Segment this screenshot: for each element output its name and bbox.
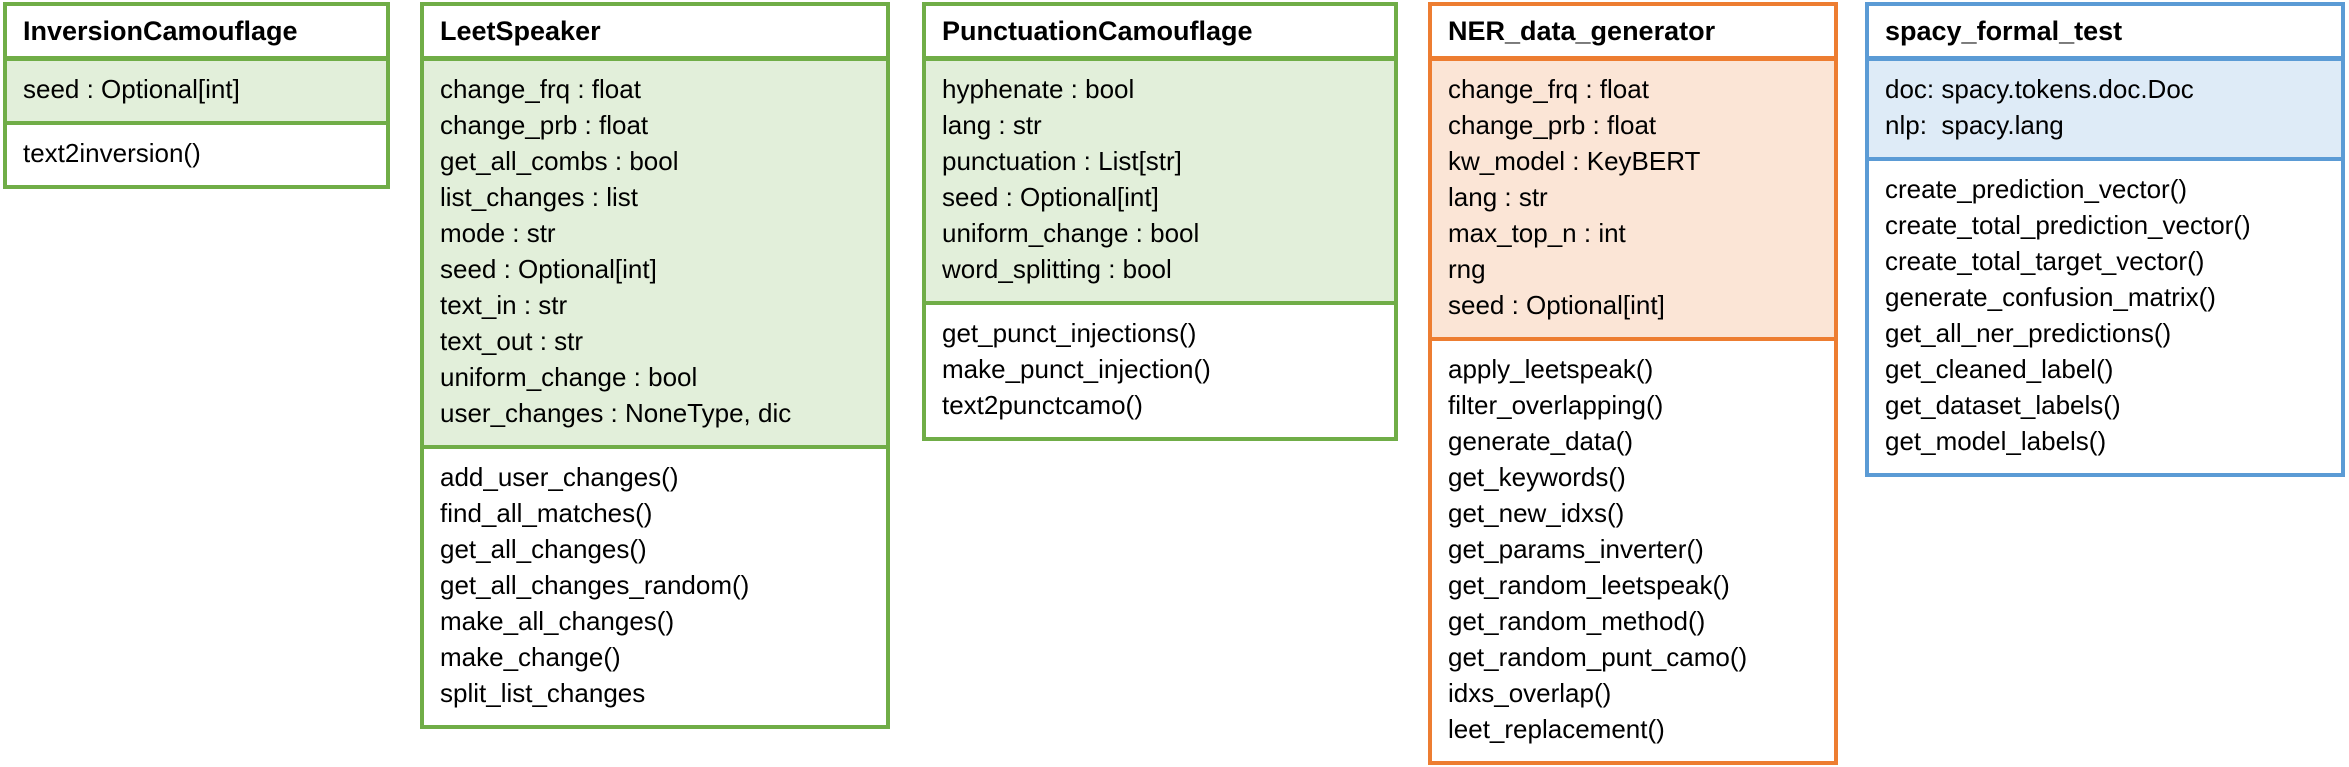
attribute-row: uniform_change : bool: [942, 218, 1200, 248]
attribute-row: change_frq : float: [1448, 74, 1649, 104]
attribute-row: punctuation : List[str]: [942, 146, 1182, 176]
method-row: create_total_prediction_vector(): [1885, 210, 2251, 240]
attribute-row: nlp: spacy.lang: [1885, 110, 2064, 140]
method-row: get_dataset_labels(): [1885, 390, 2121, 420]
class-title: InversionCamouflage: [7, 6, 386, 61]
attribute-row: list_changes : list: [440, 182, 638, 212]
attribute-row: mode : str: [440, 218, 556, 248]
method-row: split_list_changes: [440, 678, 646, 708]
attributes-section: change_frq : float change_prb : float kw…: [1432, 61, 1834, 341]
attribute-row: hyphenate : bool: [942, 74, 1135, 104]
method-row: find_all_matches(): [440, 498, 653, 528]
method-row: get_cleaned_label(): [1885, 354, 2114, 384]
method-row: get_model_labels(): [1885, 426, 2107, 456]
method-row: idxs_overlap(): [1448, 678, 1612, 708]
method-row: get_all_changes(): [440, 534, 647, 564]
attribute-row: lang : str: [1448, 182, 1548, 212]
class-box-spacy-formal-test: spacy_formal_test doc: spacy.tokens.doc.…: [1865, 2, 2345, 477]
class-box-ner-data-generator: NER_data_generator change_frq : float ch…: [1428, 2, 1838, 765]
attribute-row: lang : str: [942, 110, 1042, 140]
attribute-row: seed : Optional[int]: [23, 74, 240, 104]
method-row: get_random_method(): [1448, 606, 1706, 636]
method-row: filter_overlapping(): [1448, 390, 1664, 420]
method-row: create_prediction_vector(): [1885, 174, 2188, 204]
attribute-row: user_changes : NoneType, dic: [440, 398, 792, 428]
methods-section: apply_leetspeak() filter_overlapping() g…: [1432, 341, 1834, 761]
method-row: get_random_punt_camo(): [1448, 642, 1748, 672]
class-title: spacy_formal_test: [1869, 6, 2341, 61]
attribute-row: word_splitting : bool: [942, 254, 1172, 284]
method-row: get_keywords(): [1448, 462, 1626, 492]
attribute-row: kw_model : KeyBERT: [1448, 146, 1701, 176]
attributes-section: hyphenate : bool lang : str punctuation …: [926, 61, 1394, 305]
method-row: apply_leetspeak(): [1448, 354, 1654, 384]
method-row: make_all_changes(): [440, 606, 675, 636]
method-row: get_punct_injections(): [942, 318, 1197, 348]
methods-section: text2inversion(): [7, 125, 386, 185]
attribute-row: seed : Optional[int]: [440, 254, 657, 284]
class-box-punctuation-camouflage: PunctuationCamouflage hyphenate : bool l…: [922, 2, 1398, 441]
attribute-row: max_top_n : int: [1448, 218, 1626, 248]
method-row: make_punct_injection(): [942, 354, 1211, 384]
attribute-row: text_in : str: [440, 290, 568, 320]
method-row: make_change(): [440, 642, 621, 672]
attribute-row: change_prb : float: [1448, 110, 1657, 140]
attribute-row: change_frq : float: [440, 74, 641, 104]
attributes-section: doc: spacy.tokens.doc.Doc nlp: spacy.lan…: [1869, 61, 2341, 161]
method-row: text2inversion(): [23, 138, 201, 168]
method-row: text2punctcamo(): [942, 390, 1143, 420]
attribute-row: seed : Optional[int]: [1448, 290, 1665, 320]
method-row: get_params_inverter(): [1448, 534, 1704, 564]
class-title: LeetSpeaker: [424, 6, 886, 61]
method-row: create_total_target_vector(): [1885, 246, 2205, 276]
method-row: get_all_changes_random(): [440, 570, 750, 600]
method-row: get_all_ner_predictions(): [1885, 318, 2172, 348]
attribute-row: text_out : str: [440, 326, 584, 356]
attributes-section: change_frq : float change_prb : float ge…: [424, 61, 886, 449]
methods-section: create_prediction_vector() create_total_…: [1869, 161, 2341, 473]
attributes-section: seed : Optional[int]: [7, 61, 386, 125]
attribute-row: change_prb : float: [440, 110, 649, 140]
attribute-row: seed : Optional[int]: [942, 182, 1159, 212]
methods-section: get_punct_injections() make_punct_inject…: [926, 305, 1394, 437]
methods-section: add_user_changes() find_all_matches() ge…: [424, 449, 886, 725]
method-row: generate_data(): [1448, 426, 1634, 456]
method-row: leet_replacement(): [1448, 714, 1665, 744]
method-row: get_random_leetspeak(): [1448, 570, 1730, 600]
attribute-row: uniform_change : bool: [440, 362, 698, 392]
class-box-inversion-camouflage: InversionCamouflage seed : Optional[int]…: [3, 2, 390, 189]
class-title: PunctuationCamouflage: [926, 6, 1394, 61]
method-row: add_user_changes(): [440, 462, 679, 492]
attribute-row: doc: spacy.tokens.doc.Doc: [1885, 74, 2194, 104]
class-title: NER_data_generator: [1432, 6, 1834, 61]
class-box-leet-speaker: LeetSpeaker change_frq : float change_pr…: [420, 2, 890, 729]
method-row: generate_confusion_matrix(): [1885, 282, 2216, 312]
attribute-row: rng: [1448, 254, 1486, 284]
attribute-row: get_all_combs : bool: [440, 146, 679, 176]
method-row: get_new_idxs(): [1448, 498, 1625, 528]
